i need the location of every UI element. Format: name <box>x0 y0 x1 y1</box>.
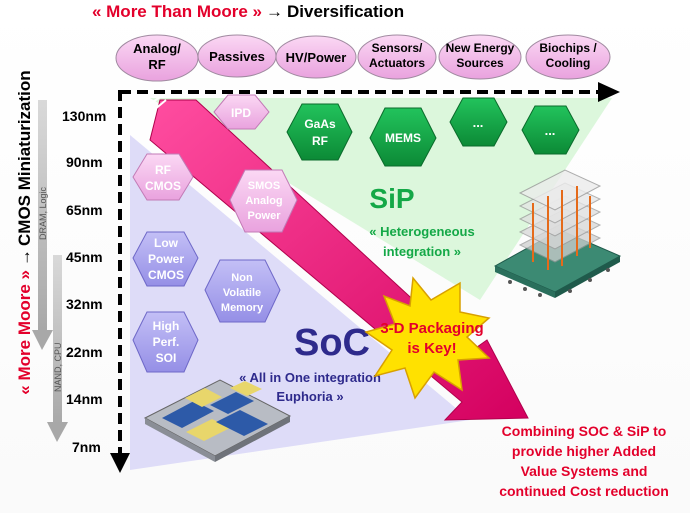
conclusion-line1: Combining SOC & SiP to <box>502 423 667 439</box>
conclusion-line3: Value Systems and <box>521 463 648 479</box>
hex-smos-line3: Power <box>247 210 281 222</box>
conclusion-line2: provide higher Added <box>512 443 656 459</box>
category-hv-power-label: HV/Power <box>286 50 347 65</box>
hex-non-volatile-memory <box>204 259 281 323</box>
soc-chip-illustration <box>143 379 292 462</box>
sip-package-illustration <box>493 169 622 298</box>
conclusion-line4: continued Cost reduction <box>499 483 669 499</box>
hex-lp-line1: Low <box>154 236 179 250</box>
dram-logic-arrow: DRAM, Logic <box>32 100 53 350</box>
category-biochips-line1: Biochips / <box>539 41 597 55</box>
hex-ipd-label: IPD <box>231 106 251 120</box>
hex-rf-cmos-line2: CMOS <box>145 179 181 193</box>
more-than-moore-label: « More Than Moore » <box>92 2 262 21</box>
header-title: « More Than Moore » → Diversification <box>92 2 404 21</box>
category-sensors-line2: Actuators <box>369 56 425 70</box>
hex-lp-line3: CMOS <box>148 268 184 282</box>
node-7nm: 7nm <box>72 439 101 455</box>
node-90nm: 90nm <box>66 154 103 170</box>
soc-subtitle-line2: Euphoria » <box>276 389 343 404</box>
hex-rf-cmos-line1: RF <box>155 163 171 177</box>
sip-subtitle-line2: integration » <box>383 244 461 259</box>
hex-gaas-line1: GaAs <box>304 117 336 131</box>
category-new-energy-line2: Sources <box>456 56 504 70</box>
header-arrow: → <box>266 2 283 21</box>
node-14nm: 14nm <box>66 391 103 407</box>
hex-more-2-label: ... <box>545 123 556 138</box>
hex-lp-line2: Power <box>148 252 184 266</box>
hex-more-1 <box>449 97 508 147</box>
hex-hp-line3: SOI <box>156 351 177 365</box>
hex-nvm-line2: Volatile <box>223 287 261 299</box>
hex-low-power-cmos <box>132 231 199 287</box>
hex-rf-cmos <box>132 153 194 201</box>
hex-high-perf-soi <box>132 311 199 373</box>
category-row: Analog/ RF Passives HV/Power Sensors/ Ac… <box>115 34 611 82</box>
hex-hp-line1: High <box>153 319 180 333</box>
hex-ipd <box>213 94 270 130</box>
hex-more-1-label: ... <box>473 115 484 130</box>
hex-mems <box>369 107 437 167</box>
category-hv-power <box>275 35 357 79</box>
hex-smos-line1: SMOS <box>248 180 280 192</box>
node-45nm: 45nm <box>66 249 103 265</box>
cmos-miniaturization-label: CMOS Miniaturization <box>15 70 34 246</box>
node-32nm: 32nm <box>66 296 103 312</box>
hex-nvm-line3: Memory <box>221 302 264 314</box>
burst-line1: 3-D Packaging <box>380 320 483 337</box>
category-new-energy <box>438 34 522 80</box>
category-sensors <box>357 34 437 80</box>
soc-subtitle-line1: « All in One integration <box>239 370 381 385</box>
category-passives-label: Passives <box>209 49 265 64</box>
hex-nvm-line1: Non <box>231 272 253 284</box>
sip-subtitle-line1: « Heterogeneous <box>369 224 474 239</box>
sip-region <box>150 98 612 300</box>
hex-hp-line2: Perf. <box>153 335 180 349</box>
left-axis-arrow: → <box>15 249 34 266</box>
hex-mems-label: MEMS <box>385 131 421 145</box>
category-analog-rf-line2: RF <box>148 57 165 72</box>
category-new-energy-line1: New Energy <box>446 41 515 55</box>
conclusion-text: Combining SOC & SiP to provide higher Ad… <box>499 423 669 499</box>
hex-smos-line2: Analog <box>245 195 282 207</box>
hex-smos-analog-power <box>229 169 298 233</box>
node-labels: 130nm 90nm 65nm 45nm 32nm 22nm 14nm 7nm <box>62 108 106 455</box>
horizontal-axis-arrowhead <box>598 82 620 102</box>
packaging-burst: 3-D Packaging is Key! <box>364 276 491 400</box>
diversification-label: Diversification <box>287 2 404 21</box>
node-130nm: 130nm <box>62 108 106 124</box>
category-sensors-line1: Sensors/ <box>372 41 423 55</box>
hex-more-2 <box>521 105 580 155</box>
dram-logic-label: DRAM, Logic <box>38 186 48 240</box>
vertical-axis-arrowhead <box>110 453 130 473</box>
node-65nm: 65nm <box>66 202 103 218</box>
more-moore-label: « More Moore » <box>15 270 34 395</box>
burst-line2: is Key! <box>407 340 456 357</box>
nand-cpu-arrow: NAND, CPU <box>47 255 68 442</box>
node-22nm: 22nm <box>66 344 103 360</box>
sip-title: SiP <box>369 183 414 214</box>
category-analog-rf-line1: Analog/ <box>133 41 181 56</box>
soc-title: SoC <box>294 322 370 364</box>
hex-gaas-rf <box>286 103 353 161</box>
category-biochips-line2: Cooling <box>546 56 591 70</box>
nand-cpu-label: NAND, CPU <box>53 342 63 392</box>
left-axis-title: « More Moore » → CMOS Miniaturization <box>15 70 34 394</box>
hex-gaas-line2: RF <box>312 134 328 148</box>
category-biochips <box>525 34 611 80</box>
